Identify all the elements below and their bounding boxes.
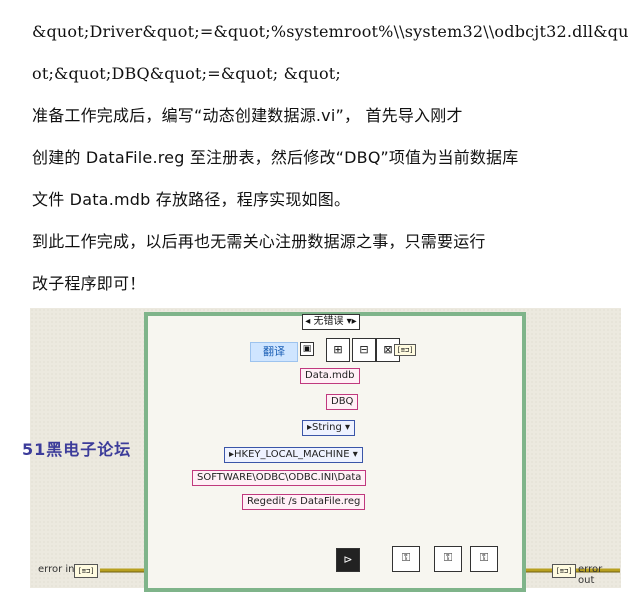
error-out-terminal[interactable]: [≡⊐] bbox=[552, 564, 576, 578]
hkey-enum[interactable]: ▸HKEY_LOCAL_MACHINE ▾ bbox=[224, 447, 363, 463]
text-line-1: &quot;Driver&quot;=&quot;%systemroot%\\s… bbox=[32, 22, 629, 41]
strip-path-icon: ⊟ bbox=[352, 338, 376, 362]
translate-button[interactable]: 翻译 bbox=[250, 342, 298, 362]
system-exec-icon: ⊳ bbox=[336, 548, 360, 572]
open-registry-key-icon: ⚿ bbox=[392, 546, 420, 572]
error-out-label: error out bbox=[578, 564, 603, 586]
text-line-2: ot;&quot;DBQ&quot;=&quot; &quot; bbox=[32, 64, 342, 83]
string-type-enum[interactable]: ▸String ▾ bbox=[302, 420, 356, 436]
build-path-icon: ⊞ bbox=[326, 338, 350, 362]
text-line-7: 改子程序即可！ bbox=[32, 274, 146, 293]
data-mdb-constant[interactable]: Data.mdb bbox=[300, 368, 360, 384]
registry-path-constant[interactable]: SOFTWARE\ODBC\ODBC.INI\Data bbox=[192, 470, 367, 486]
write-registry-value-icon: ⚿ bbox=[434, 546, 462, 572]
text-line-5: 文件 Data.mdb 存放路径，程序实现如图。 bbox=[32, 190, 351, 209]
dbq-constant[interactable]: DBQ bbox=[326, 394, 359, 410]
text-line-6: 到此工作完成，以后再也无需关心注册数据源之事，只需要运行 bbox=[32, 232, 486, 251]
regedit-command-constant[interactable]: Regedit /s DataFile.reg bbox=[242, 494, 366, 510]
labview-block-diagram: 51黑电子论坛 ◂ 无错误 ▾▸ 翻译 ▣ ⊞ ⊟ ⊠ [≡⊐] Data.md… bbox=[22, 308, 621, 592]
text-line-3: 准备工作完成后，编写“动态创建数据源.vi”， 首先导入刚才 bbox=[32, 106, 463, 125]
error-in-terminal[interactable]: [≡⊐] bbox=[74, 564, 98, 578]
error-in-label: error in bbox=[38, 564, 75, 575]
case-selector[interactable]: ◂ 无错误 ▾▸ bbox=[302, 314, 360, 330]
close-registry-key-icon: ⚿ bbox=[470, 546, 498, 572]
document-text: &quot;Driver&quot;=&quot;%systemroot%\\s… bbox=[32, 22, 628, 293]
text-line-4: 创建的 DataFile.reg 至注册表，然后修改“DBQ”项值为当前数据库 bbox=[32, 148, 519, 167]
string-indicator: [≡⊐] bbox=[394, 344, 416, 356]
path-constant-icon: ▣ bbox=[300, 342, 314, 356]
forum-watermark: 51黑电子论坛 bbox=[22, 440, 132, 459]
